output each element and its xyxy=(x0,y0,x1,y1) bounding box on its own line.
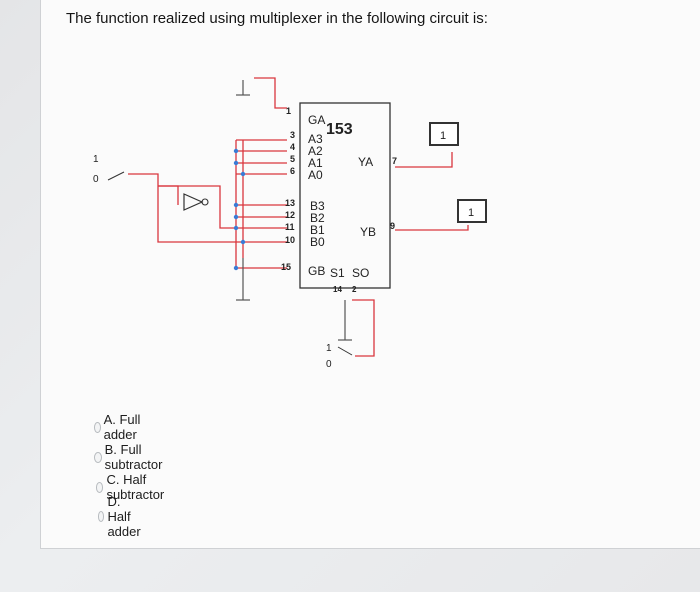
pin-s0: SO xyxy=(352,266,369,280)
pin-num-15: 15 xyxy=(281,262,291,272)
radio-icon[interactable] xyxy=(96,481,104,493)
pin-a2: A2 xyxy=(308,144,323,158)
pin-a0: A0 xyxy=(308,168,323,182)
option-a[interactable]: A. Full adder xyxy=(94,412,141,442)
input-switch-left: 1 0 xyxy=(93,154,125,185)
question-card xyxy=(40,0,700,549)
pin-b3: B3 xyxy=(310,199,325,213)
option-d-label: D. Half adder xyxy=(107,493,141,539)
pin-ga: GA xyxy=(308,113,325,127)
red-wires xyxy=(128,77,469,357)
switch-left-0: 0 xyxy=(93,174,99,185)
radio-icon[interactable] xyxy=(94,451,102,463)
pin-num-12: 12 xyxy=(285,210,295,220)
option-b[interactable]: B. Full subtractor xyxy=(94,442,166,472)
pin-num-14: 14 xyxy=(333,285,342,294)
probe-output-a xyxy=(429,122,459,146)
switch-left-1: 1 xyxy=(93,154,99,165)
chip-number: 153 xyxy=(326,121,353,138)
pin-num-4: 4 xyxy=(290,142,295,152)
pin-b0: B0 xyxy=(310,235,325,249)
pin-b1: B1 xyxy=(310,223,325,237)
radio-icon[interactable] xyxy=(94,421,101,433)
option-c-label: C. Half subtractor xyxy=(106,472,165,502)
pin-s1: S1 xyxy=(330,266,345,280)
option-a-label: A. Full adder xyxy=(103,412,141,442)
pin-num-3: 3 xyxy=(290,130,295,140)
pin-gb: GB xyxy=(308,264,325,278)
radio-icon[interactable] xyxy=(98,510,105,522)
inverter-gate xyxy=(183,193,204,211)
junction-dots xyxy=(233,148,246,271)
question-text: The function realized using multiplexer … xyxy=(66,10,488,27)
probe-output-b xyxy=(457,199,487,223)
switch-bottom-1: 1 xyxy=(326,343,332,354)
option-b-label: B. Full subtractor xyxy=(104,442,163,472)
mux-chip xyxy=(299,102,391,289)
pin-num-10: 10 xyxy=(285,235,295,245)
circuit-diagram: 153 GA A3 A2 A1 A0 B3 B2 B1 B0 GB S1 SO … xyxy=(93,77,487,370)
output-ya: YA xyxy=(358,155,373,169)
switch-bottom-0: 0 xyxy=(326,359,332,370)
option-c[interactable]: C. Half subtractor xyxy=(96,472,168,502)
probe-b-value: 1 xyxy=(468,207,474,219)
output-yb: YB xyxy=(360,225,376,239)
option-d[interactable]: D. Half adder xyxy=(98,494,145,539)
ground-symbols xyxy=(236,80,352,341)
pin-num-7: 7 xyxy=(392,156,397,166)
pin-b2: B2 xyxy=(310,211,325,225)
pin-num-1: 1 xyxy=(286,106,291,116)
pin-num-2: 2 xyxy=(352,285,357,294)
pin-num-13: 13 xyxy=(285,198,295,208)
pin-num-11: 11 xyxy=(285,222,295,232)
probe-a-value: 1 xyxy=(440,130,446,142)
pin-num-6: 6 xyxy=(290,166,295,176)
pin-a1: A1 xyxy=(308,156,323,170)
pin-num-9: 9 xyxy=(390,221,395,231)
pin-num-5: 5 xyxy=(290,154,295,164)
pin-a3: A3 xyxy=(308,132,323,146)
input-switch-bottom: 1 0 xyxy=(326,343,353,370)
